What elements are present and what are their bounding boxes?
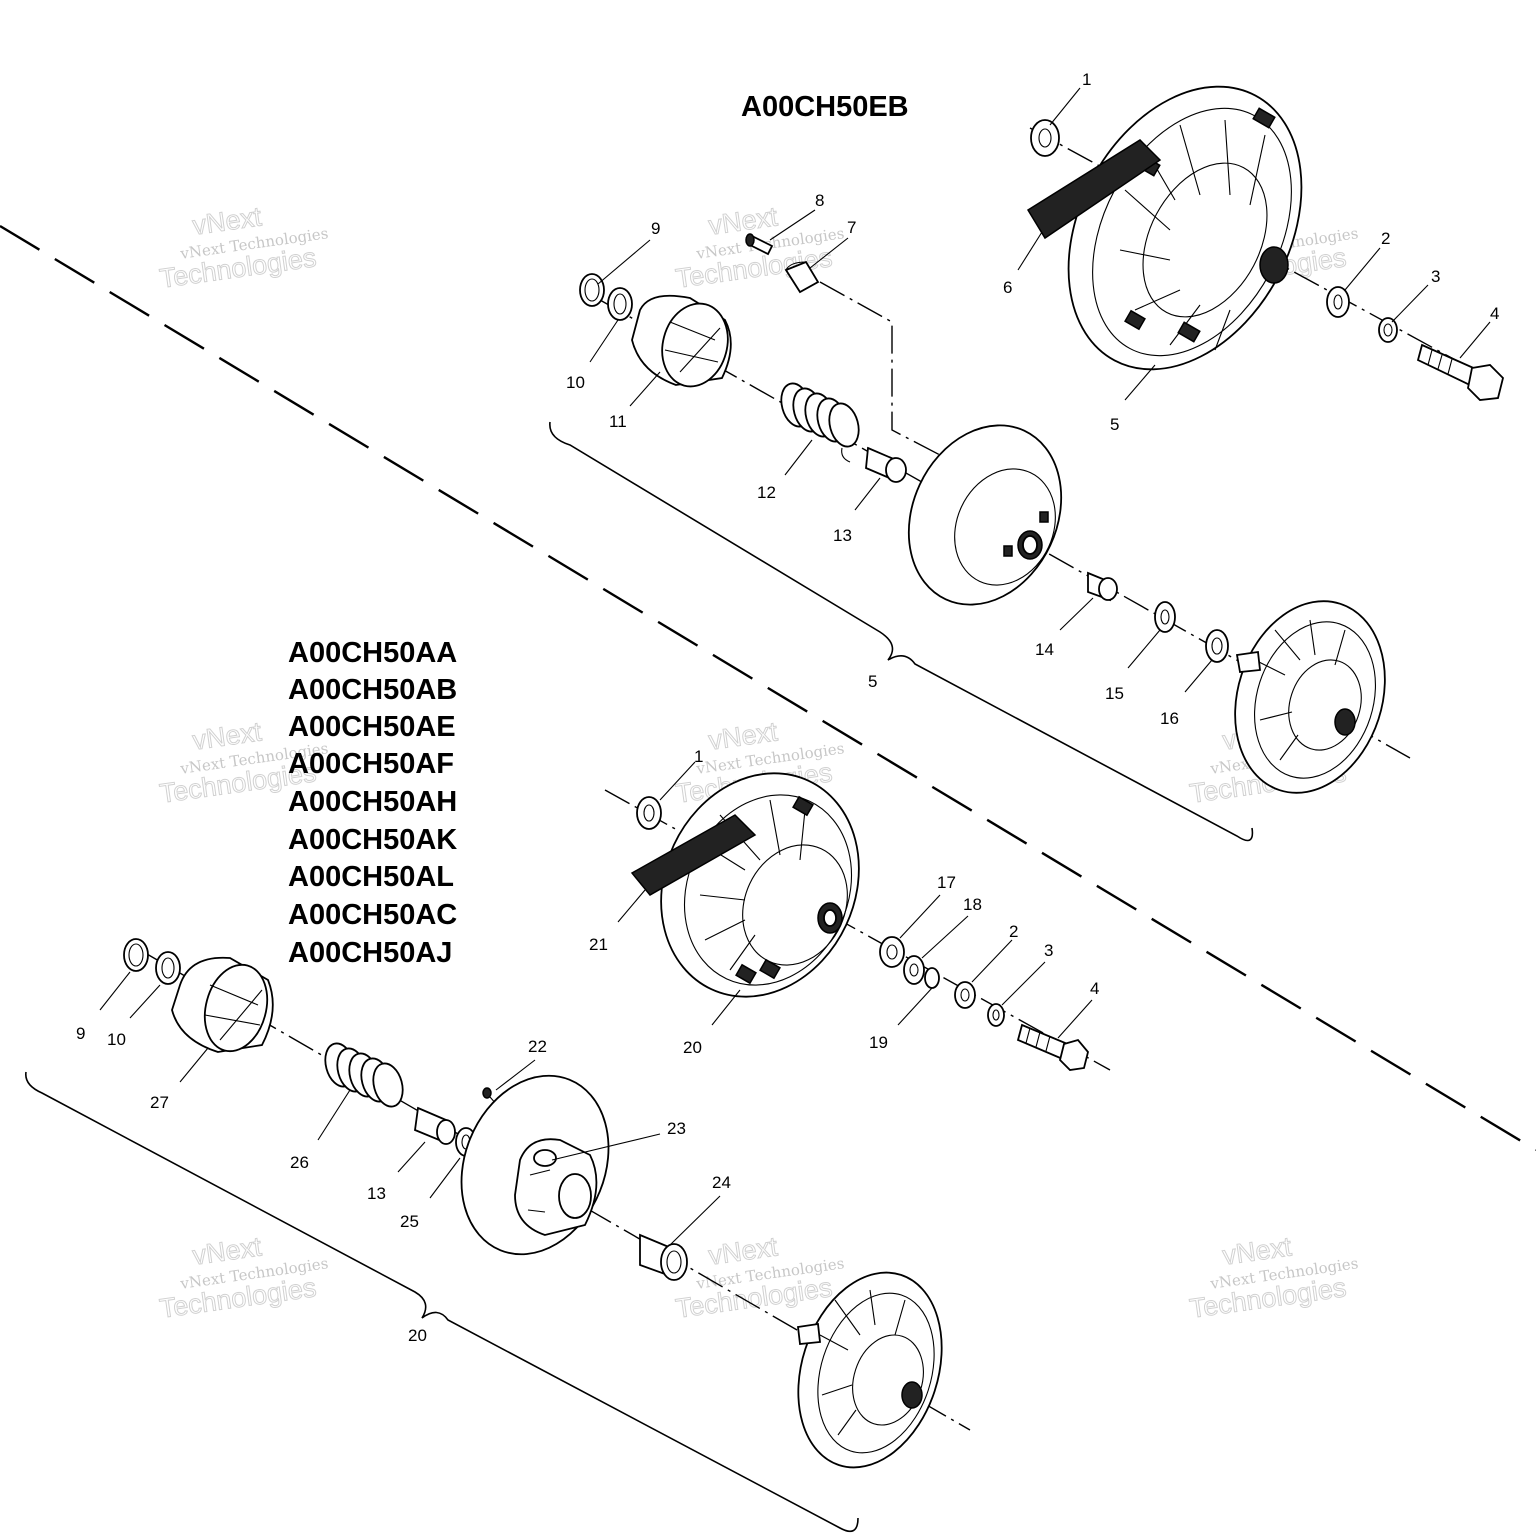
bolt-4 <box>1016 1023 1089 1071</box>
washer-1 <box>1030 119 1060 157</box>
model-label: A00CH50AC <box>288 899 457 931</box>
model-label: A00CH50AK <box>288 824 457 856</box>
callout-24: 24 <box>712 1173 731 1192</box>
callout-17: 17 <box>937 873 956 892</box>
lockwasher-19 <box>924 967 940 989</box>
bolt-4 <box>1416 343 1504 401</box>
drive-belt-6 <box>1026 139 1162 240</box>
driven-sheave <box>907 424 1063 606</box>
washer-17 <box>879 936 905 968</box>
model-label-top: A00CH50EB <box>741 91 909 123</box>
callout-10: 10 <box>107 1030 126 1049</box>
callout-5: 5 <box>1110 415 1119 434</box>
callout-19: 19 <box>869 1033 888 1052</box>
callout-3: 3 <box>1044 941 1053 960</box>
callout-18: 18 <box>963 895 982 914</box>
callout-22: 22 <box>528 1037 547 1056</box>
callout-26: 26 <box>290 1153 309 1172</box>
callout-4: 4 <box>1090 979 1099 998</box>
sheave-5 <box>1067 85 1303 371</box>
model-label: A00CH50AJ <box>288 937 452 969</box>
model-label: A00CH50AF <box>288 748 454 780</box>
callout-8: 8 <box>815 191 824 210</box>
bearing-24 <box>639 1233 688 1281</box>
callout-3: 3 <box>1431 267 1440 286</box>
leader-lines <box>99 87 1491 1246</box>
callout-15: 15 <box>1105 684 1124 703</box>
callout-7: 7 <box>847 218 856 237</box>
spring-12 <box>780 382 860 463</box>
driven-sheave-23 <box>460 1074 610 1256</box>
callout-16: 16 <box>1160 709 1179 728</box>
bushing-13 <box>865 446 907 483</box>
model-label: A00CH50AB <box>288 674 457 706</box>
callout-4: 4 <box>1490 304 1499 323</box>
callout-9: 9 <box>76 1024 85 1043</box>
callout-27: 27 <box>150 1093 169 1112</box>
callout-14: 14 <box>1035 640 1054 659</box>
model-list-bottom: A00CH50AA A00CH50AB A00CH50AE A00CH50AF … <box>288 637 457 969</box>
model-label: A00CH50AH <box>288 786 457 818</box>
callout-2: 2 <box>1009 922 1018 941</box>
callout-20-bracket: 20 <box>408 1326 427 1345</box>
bracket-5 <box>549 421 1254 842</box>
callout-1: 1 <box>694 747 703 766</box>
drive-belt-21 <box>630 814 757 896</box>
callout-13: 13 <box>833 526 852 545</box>
callout-23: 23 <box>667 1119 686 1138</box>
washer-10 <box>155 951 181 985</box>
top-assembly <box>549 85 1504 842</box>
callout-5-bracket: 5 <box>868 672 877 691</box>
bottom-assembly <box>25 772 1111 1533</box>
washer-1 <box>636 796 662 830</box>
bushing-14 <box>1087 571 1118 602</box>
callout-11: 11 <box>609 412 627 431</box>
washer-10 <box>607 287 633 321</box>
callout-21: 21 <box>589 935 608 954</box>
pin-7 <box>784 260 820 294</box>
washer-16 <box>1205 629 1229 663</box>
washer-18 <box>903 955 925 985</box>
callout-13: 13 <box>367 1184 386 1203</box>
fixed-sheave <box>797 1271 943 1469</box>
washer-2 <box>954 981 976 1009</box>
model-label: A00CH50AE <box>288 711 456 743</box>
callout-12: 12 <box>757 483 776 502</box>
bushing-13 <box>414 1106 456 1145</box>
callout-1: 1 <box>1082 70 1091 89</box>
fixed-sheave <box>1234 600 1386 794</box>
callout-25: 25 <box>400 1212 419 1231</box>
cam-11 <box>631 294 732 388</box>
lockwasher-3 <box>1378 317 1398 343</box>
washer-15 <box>1154 601 1176 633</box>
pin-guide-line <box>819 281 941 456</box>
spring-26 <box>324 1042 404 1108</box>
snap-ring-9 <box>579 273 605 307</box>
screw-8 <box>745 233 774 256</box>
model-label: A00CH50AL <box>288 861 454 893</box>
snap-ring-9 <box>123 938 149 972</box>
bracket-20 <box>25 1071 859 1533</box>
callout-6: 6 <box>1003 278 1012 297</box>
callout-10: 10 <box>566 373 585 392</box>
divider-line <box>0 224 1536 1152</box>
callout-numbers: 1 2 3 4 5 6 7 8 9 10 11 12 13 14 15 16 5… <box>76 70 1499 1345</box>
callout-2: 2 <box>1381 229 1390 248</box>
washer-2 <box>1326 286 1350 318</box>
callout-9: 9 <box>651 219 660 238</box>
callout-20: 20 <box>683 1038 702 1057</box>
cam-27 <box>171 956 274 1053</box>
lockwasher-3 <box>987 1003 1005 1027</box>
model-label: A00CH50AA <box>288 637 457 669</box>
